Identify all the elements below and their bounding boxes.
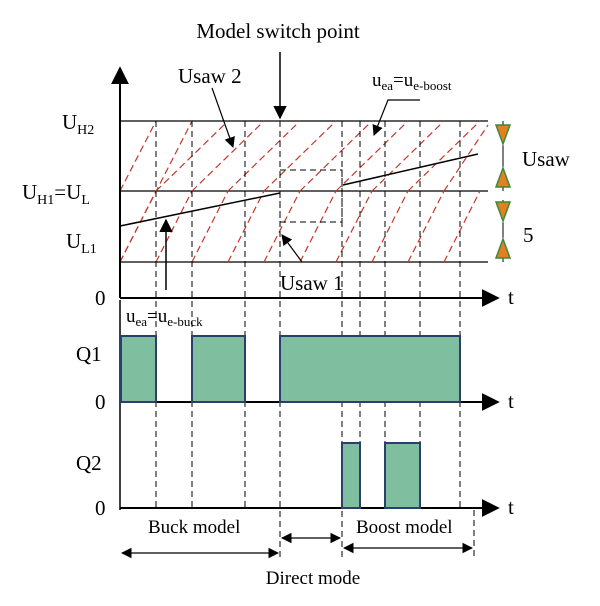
uea-boost-line <box>342 153 479 186</box>
title-label: Model switch point <box>196 19 359 43</box>
t-mid-label: t <box>508 389 514 413</box>
uh2-label: UH2 <box>62 110 94 138</box>
q1-pulse <box>279 335 461 403</box>
buck-model-label: Buck model <box>148 517 240 538</box>
usaw2-arrow <box>211 87 235 149</box>
uea-boost-arrow <box>372 99 420 137</box>
t-top-label: t <box>508 285 514 309</box>
q2-label: Q2 <box>76 451 102 475</box>
usaw-label: Usaw <box>522 147 571 171</box>
zero-mid-label: 0 <box>95 390 106 414</box>
uea-buck-line <box>119 192 281 227</box>
usaw2-label: Usaw 2 <box>178 64 242 88</box>
q1-pulse <box>120 335 157 403</box>
zero-top-label: 0 <box>95 286 106 310</box>
q2-pulses <box>341 442 421 509</box>
zero-bot-label: 0 <box>95 496 106 520</box>
uea-boost-label: uea=ue-boost <box>372 70 452 93</box>
q2-pulse <box>341 442 361 509</box>
five-label: 5 <box>523 223 534 247</box>
usaw1-label: Usaw 1 <box>280 271 344 295</box>
five-gap-arrows <box>494 200 512 262</box>
uea-buck-label: uea=ue-buck <box>126 306 203 329</box>
q1-label: Q1 <box>76 342 102 366</box>
t-bot-label: t <box>508 495 514 519</box>
boost-model-label: Boost model <box>356 517 453 538</box>
sawtooth-usaw1 <box>119 190 481 263</box>
switch-region-box <box>279 169 343 223</box>
q1-pulse <box>191 335 246 403</box>
q1-pulses <box>120 335 461 403</box>
uh1-label: UH1=UL <box>22 180 90 208</box>
usaw-amplitude-arrows <box>494 121 512 191</box>
q2-pulse <box>384 442 421 509</box>
ul1-label: UL1 <box>66 229 97 257</box>
usaw1-arrow <box>281 234 303 263</box>
direct-mode-label: Direct mode <box>266 568 360 589</box>
